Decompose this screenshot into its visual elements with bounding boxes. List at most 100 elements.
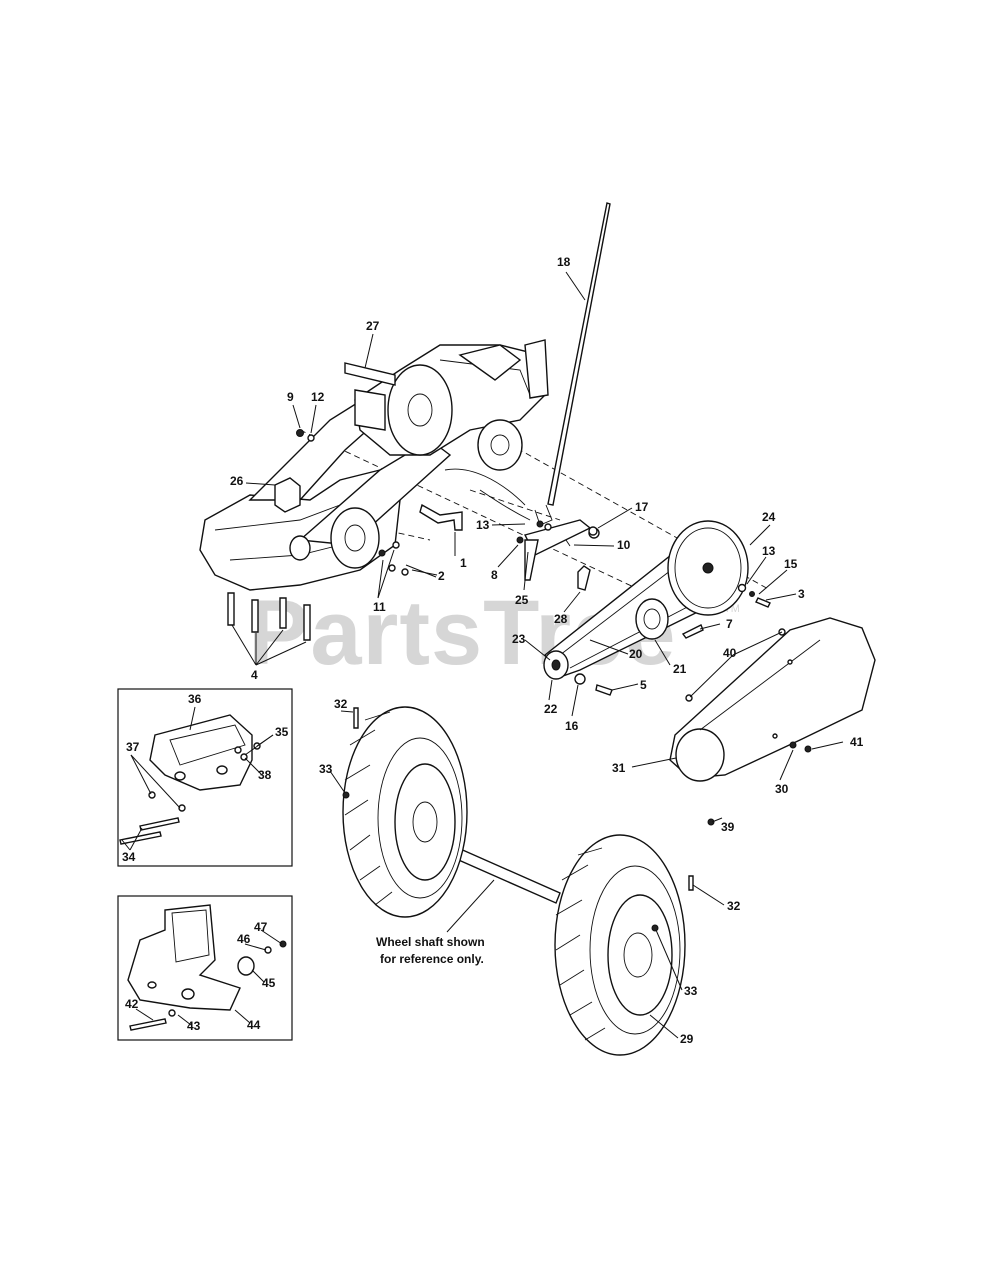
leader-line-2 bbox=[292, 404, 301, 429]
leader-line-31 bbox=[732, 631, 783, 656]
callout-26: 26 bbox=[230, 474, 244, 488]
leader-line-54 bbox=[135, 1008, 154, 1021]
callout-33-right: 33 bbox=[684, 984, 698, 998]
leader-line-41 bbox=[649, 1014, 679, 1039]
callout-41: 41 bbox=[850, 735, 864, 749]
callout-1: 1 bbox=[460, 556, 467, 570]
callout-32-top: 32 bbox=[334, 697, 348, 711]
leader-line-14 bbox=[491, 523, 526, 526]
leader-line-38 bbox=[329, 770, 346, 794]
leader-line-20 bbox=[749, 524, 771, 546]
leader-line-15 bbox=[497, 544, 519, 568]
leader-line-48 bbox=[244, 757, 263, 776]
wheel-assembly bbox=[342, 706, 694, 1056]
weight-bracket-bottom bbox=[127, 904, 287, 1031]
leader-line-4 bbox=[245, 482, 276, 486]
callout-5: 5 bbox=[640, 678, 647, 692]
callout-44: 44 bbox=[247, 1018, 261, 1032]
leader-line-35 bbox=[711, 817, 723, 823]
callout-29: 29 bbox=[680, 1032, 694, 1046]
callout-46: 46 bbox=[237, 932, 251, 946]
leader-line-50 bbox=[129, 827, 143, 851]
callout-17: 17 bbox=[635, 500, 649, 514]
leader-line-28 bbox=[548, 679, 553, 701]
callout-labels: 1 2 3 4 5 7 8 9 10 11 12 13 13 15 16 17 … bbox=[122, 255, 864, 1046]
leader-line-40 bbox=[655, 929, 683, 991]
control-rod-assembly bbox=[516, 202, 611, 591]
callout-47: 47 bbox=[254, 920, 268, 934]
tiller-frame bbox=[199, 339, 771, 641]
callout-22: 22 bbox=[544, 702, 558, 716]
callout-38: 38 bbox=[258, 768, 272, 782]
leader-line-30 bbox=[611, 683, 639, 691]
callout-8: 8 bbox=[491, 568, 498, 582]
weight-bracket-top bbox=[119, 714, 261, 845]
leader-line-19 bbox=[563, 591, 581, 613]
leader-line-53 bbox=[251, 969, 265, 983]
leader-line-36 bbox=[631, 757, 677, 768]
leader-line-33 bbox=[811, 741, 844, 750]
callout-4: 4 bbox=[251, 668, 258, 682]
leader-line-47 bbox=[130, 754, 181, 809]
leader-line-26 bbox=[654, 639, 671, 666]
callout-25: 25 bbox=[515, 593, 529, 607]
belt-cover bbox=[669, 617, 876, 826]
callout-28: 28 bbox=[554, 612, 568, 626]
callout-12: 12 bbox=[311, 390, 325, 404]
leader-line-42 bbox=[446, 879, 495, 933]
callout-13-left: 13 bbox=[476, 518, 490, 532]
leader-line-39 bbox=[692, 884, 725, 906]
callout-40: 40 bbox=[723, 646, 737, 660]
leader-line-12 bbox=[255, 629, 284, 666]
leader-line-45 bbox=[244, 734, 274, 756]
leader-line-21 bbox=[746, 556, 767, 585]
callout-42: 42 bbox=[125, 997, 139, 1011]
callout-34: 34 bbox=[122, 850, 136, 864]
belt-drive bbox=[543, 520, 771, 696]
callout-10: 10 bbox=[617, 538, 631, 552]
callout-3: 3 bbox=[798, 587, 805, 601]
callout-43: 43 bbox=[187, 1019, 201, 1033]
leader-line-22 bbox=[758, 569, 788, 595]
callout-33-left: 33 bbox=[319, 762, 333, 776]
leader-line-49 bbox=[121, 839, 131, 851]
callout-30: 30 bbox=[775, 782, 789, 796]
leader-line-1 bbox=[364, 333, 374, 369]
leader-line-43 bbox=[189, 706, 196, 731]
leader-line-24 bbox=[699, 623, 721, 630]
callout-11: 11 bbox=[373, 600, 386, 614]
leader-line-0 bbox=[565, 271, 586, 301]
leader-line-17 bbox=[573, 544, 615, 547]
callout-23: 23 bbox=[512, 632, 526, 646]
callout-36: 36 bbox=[188, 692, 202, 706]
leader-line-13 bbox=[255, 641, 307, 666]
callout-7: 7 bbox=[726, 617, 733, 631]
callout-39: 39 bbox=[721, 820, 735, 834]
leader-line-8 bbox=[377, 559, 384, 599]
leader-line-25 bbox=[589, 639, 629, 655]
leader-line-3 bbox=[310, 404, 317, 434]
leader-line-27 bbox=[524, 639, 551, 661]
callout-18: 18 bbox=[557, 255, 571, 269]
leader-line-7 bbox=[405, 564, 437, 578]
callout-13-right: 13 bbox=[762, 544, 776, 558]
callout-2: 2 bbox=[438, 569, 445, 583]
leader-line-51 bbox=[260, 929, 283, 945]
callout-32-right: 32 bbox=[727, 899, 741, 913]
callout-37: 37 bbox=[126, 740, 140, 754]
callout-35: 35 bbox=[275, 725, 289, 739]
callout-31: 31 bbox=[612, 761, 626, 775]
callout-45: 45 bbox=[262, 976, 276, 990]
leader-line-34 bbox=[779, 749, 794, 781]
leader-line-9 bbox=[377, 549, 395, 599]
leader-line-16 bbox=[597, 507, 633, 529]
leader-line-29 bbox=[571, 684, 579, 717]
wheel-shaft-note-line1: Wheel shaft shown bbox=[376, 935, 485, 949]
leader-line-55 bbox=[177, 1014, 192, 1026]
leader-line-37 bbox=[340, 710, 354, 713]
leader-lines bbox=[121, 271, 844, 1039]
leader-line-18 bbox=[523, 551, 529, 591]
leader-line-46 bbox=[130, 754, 152, 795]
